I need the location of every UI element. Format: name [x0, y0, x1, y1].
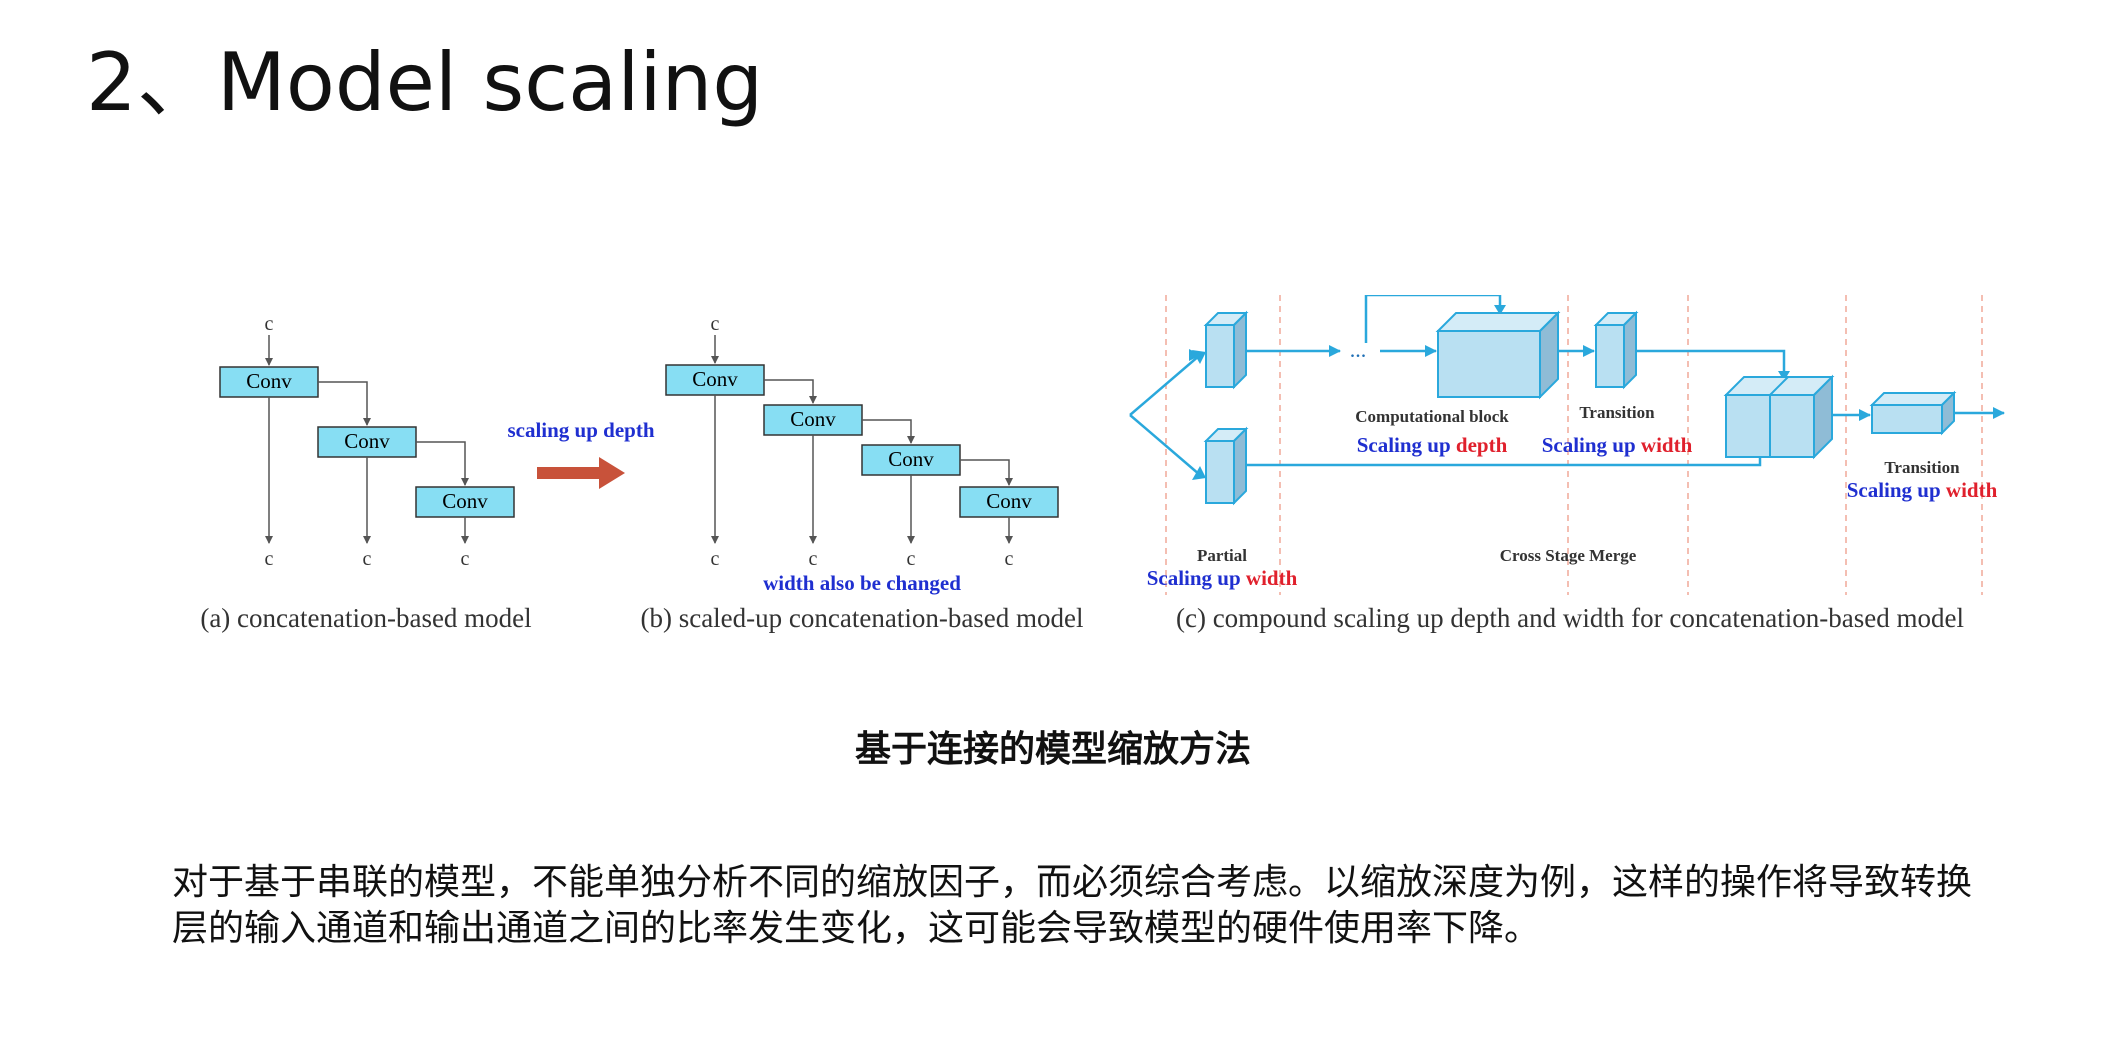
- dashed-separators: [1165, 295, 1983, 595]
- svg-text:Conv: Conv: [246, 369, 292, 393]
- svg-text:Conv: Conv: [888, 447, 934, 471]
- panel-b-conv-block: Conv: [861, 444, 961, 476]
- figure-caption: 基于连接的模型缩放方法: [854, 729, 1251, 770]
- svg-text:Conv: Conv: [692, 367, 738, 391]
- scaling-up-width-annotation-transition: Scaling up width: [1542, 433, 1693, 457]
- scaling-up-width-annotation-partial: Scaling up width: [1147, 566, 1298, 590]
- cross-stage-merge-label: Cross Stage Merge: [1500, 546, 1637, 565]
- panel-a-concatenation-model: c Conv Conv Conv c c c (a) concatenation…: [200, 313, 531, 633]
- transition-label-1: Transition: [1579, 403, 1655, 422]
- svg-text:Conv: Conv: [442, 489, 488, 513]
- panel-b-caption: (b) scaled-up concatenation-based model: [640, 603, 1083, 633]
- scaling-up-depth-arrow: scaling up depth: [507, 418, 655, 489]
- panel-b-conv-block: Conv: [665, 364, 765, 396]
- svg-text:Conv: Conv: [344, 429, 390, 453]
- panel-a-conv-block: Conv: [219, 366, 319, 398]
- panel-b-output-label: c: [809, 548, 818, 570]
- panel-b-output-label: c: [1005, 548, 1014, 570]
- panel-c-caption: (c) compound scaling up depth and width …: [1176, 603, 1964, 633]
- merge-cube: [1723, 374, 1835, 460]
- panel-b-scaled-concatenation-model: c Conv Conv Conv Conv c c c c width also…: [640, 313, 1083, 633]
- panel-b-output-label: c: [907, 548, 916, 570]
- scaling-up-width-annotation-final: Scaling up width: [1847, 478, 1998, 502]
- panel-a-input-label: c: [265, 313, 274, 335]
- description-paragraph: 对于基于串联的模型，不能单独分析不同的缩放因子，而必须综合考虑。以缩放深度为例，…: [172, 862, 1973, 949]
- partial-label: Partial: [1197, 546, 1247, 565]
- svg-text:Conv: Conv: [790, 407, 836, 431]
- width-also-changed-note: width also be changed: [763, 571, 961, 595]
- red-arrow-icon: [537, 457, 625, 489]
- transition-cube-1: [1593, 310, 1639, 390]
- transition-cube-2: [1869, 390, 1957, 436]
- panel-a-output-label: c: [265, 548, 274, 570]
- panel-a-conv-block: Conv: [317, 426, 417, 458]
- panel-b-input-label: c: [711, 313, 720, 335]
- computational-block-label: Computational block: [1355, 407, 1509, 426]
- scaling-up-depth-annotation: Scaling up depth: [1357, 433, 1508, 457]
- ellipsis-label: ...: [1350, 337, 1367, 362]
- panel-a-conv-block: Conv: [415, 486, 515, 518]
- scaling-up-depth-label: scaling up depth: [507, 418, 654, 442]
- partial-cube-bottom: [1203, 426, 1249, 506]
- slide-title: 2、Model scaling: [86, 36, 764, 129]
- partial-cube-top: [1203, 310, 1249, 390]
- svg-text:Conv: Conv: [986, 489, 1032, 513]
- panel-a-output-label: c: [363, 548, 372, 570]
- panel-a-caption: (a) concatenation-based model: [200, 603, 531, 633]
- panel-c-compound-scaling: ...: [1129, 295, 2005, 633]
- panel-b-conv-block: Conv: [763, 404, 863, 436]
- panel-b-output-label: c: [711, 548, 720, 570]
- panel-a-output-label: c: [461, 548, 470, 570]
- model-scaling-figure: c Conv Conv Conv c c c (a) concatenation…: [170, 295, 2010, 655]
- panel-b-conv-block: Conv: [959, 486, 1059, 518]
- computational-block-cube: [1435, 310, 1561, 400]
- transition-label-2: Transition: [1884, 458, 1960, 477]
